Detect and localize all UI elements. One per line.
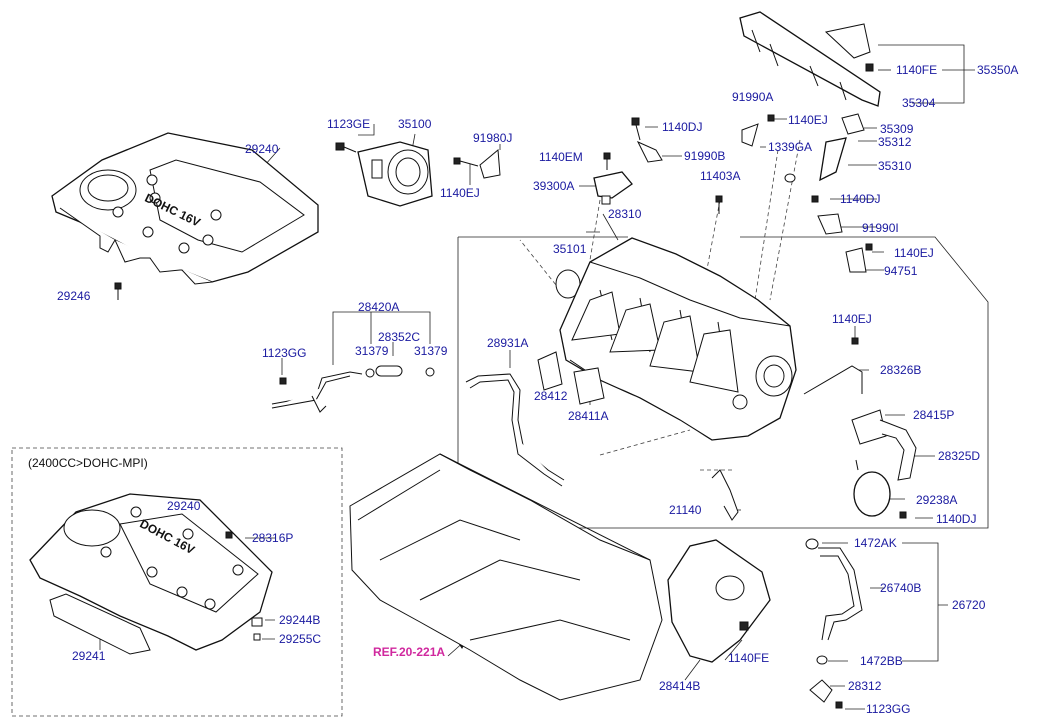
label-1140dj-b[interactable]: 1140DJ [840,192,880,206]
label-35309[interactable]: 35309 [880,122,914,136]
label-39300a[interactable]: 39300A [533,179,574,193]
label-91980j[interactable]: 91980J [473,131,512,145]
label-28411a[interactable]: 28411A [568,409,608,423]
label-91990i[interactable]: 91990I [862,221,899,235]
label-35312[interactable]: 35312 [878,135,912,149]
label-31379-b[interactable]: 31379 [414,344,448,358]
cylinder-head [349,453,663,701]
sensor-39300a [593,171,633,205]
label-21140[interactable]: 21140 [669,503,702,517]
label-1123gg-b[interactable]: 1123GG [866,702,910,716]
label-28420a[interactable]: 28420A [358,300,399,314]
label-28316p[interactable]: 28316P [252,531,293,545]
bracket-28414b[interactable] [667,539,771,663]
label-28414b[interactable]: 28414B [659,679,700,693]
part-labels: 29240 29246 1123GE 35100 91980J 1140EJ 1… [57,63,1018,716]
label-31379-a[interactable]: 31379 [355,344,389,358]
fuel-rail-assembly[interactable] [739,11,881,182]
label-28325d[interactable]: 28325D [938,449,980,463]
label-29240-b[interactable]: 29240 [167,499,201,513]
label-1140dj-a[interactable]: 1140DJ [662,120,702,134]
label-35350a[interactable]: 35350A [977,63,1018,77]
label-35101[interactable]: 35101 [553,242,587,256]
label-94751[interactable]: 94751 [884,264,918,278]
engine-cover-upper[interactable] [51,132,319,285]
label-28310[interactable]: 28310 [608,207,642,221]
label-28415p[interactable]: 28415P [913,408,954,422]
bolts-cluster [453,114,796,214]
label-28931a[interactable]: 28931A [487,336,528,350]
variant-note: (2400CC>DOHC-MPI) [28,456,148,470]
leader-lines [99,44,975,710]
label-35100[interactable]: 35100 [398,117,432,131]
vacuum-parts[interactable] [803,337,917,519]
label-29238a[interactable]: 29238A [916,493,957,507]
label-26740b[interactable]: 26740B [880,581,921,595]
label-1472ak[interactable]: 1472AK [854,536,897,550]
label-1140fe-b[interactable]: 1140FE [728,651,769,665]
label-91990b[interactable]: 91990B [684,149,725,163]
sensor-21140 [711,469,739,521]
gaskets [537,351,605,405]
label-1140ej-d[interactable]: 1140EJ [832,312,872,326]
hose-26720[interactable] [805,538,863,709]
label-29241[interactable]: 29241 [72,649,106,663]
label-91990a[interactable]: 91990A [732,90,773,104]
label-28412[interactable]: 28412 [534,389,568,403]
label-28352c[interactable]: 28352C [378,330,420,344]
intake-manifold[interactable] [559,237,797,441]
bolt-29246 [114,282,122,300]
label-1140ej-a[interactable]: 1140EJ [440,186,480,200]
reference-link[interactable]: REF.20-221A [373,645,445,659]
pcv-hose-28931a[interactable] [465,373,565,487]
label-1339ga[interactable]: 1339GA [768,140,812,154]
label-1123ge[interactable]: 1123GE [327,117,370,131]
label-28326b[interactable]: 28326B [880,363,921,377]
label-35304[interactable]: 35304 [902,96,936,110]
label-1140em[interactable]: 1140EM [539,150,583,164]
fuel-bracket-91990i [811,195,873,273]
label-29255c[interactable]: 29255C [279,632,321,646]
label-1140ej-b[interactable]: 1140EJ [788,113,828,127]
label-1140dj-c[interactable]: 1140DJ [936,512,976,526]
label-35310[interactable]: 35310 [878,159,912,173]
label-29240-a[interactable]: 29240 [245,142,279,156]
label-28312[interactable]: 28312 [848,679,882,693]
label-1472bb[interactable]: 1472BB [860,654,903,668]
label-1140fe-a[interactable]: 1140FE [896,63,937,77]
engine-cover-lower[interactable] [29,493,273,655]
throttle-body[interactable] [357,141,433,207]
label-1123gg-a[interactable]: 1123GG [262,346,306,360]
label-11403a[interactable]: 11403A [700,169,740,183]
label-26720[interactable]: 26720 [952,598,986,612]
bracket-91980j [479,148,501,179]
label-29244b[interactable]: 29244B [279,613,320,627]
label-1140ej-c[interactable]: 1140EJ [894,246,934,260]
label-29246[interactable]: 29246 [57,289,91,303]
pcv-tube[interactable] [271,365,435,413]
bolt-1123ge [335,142,357,153]
